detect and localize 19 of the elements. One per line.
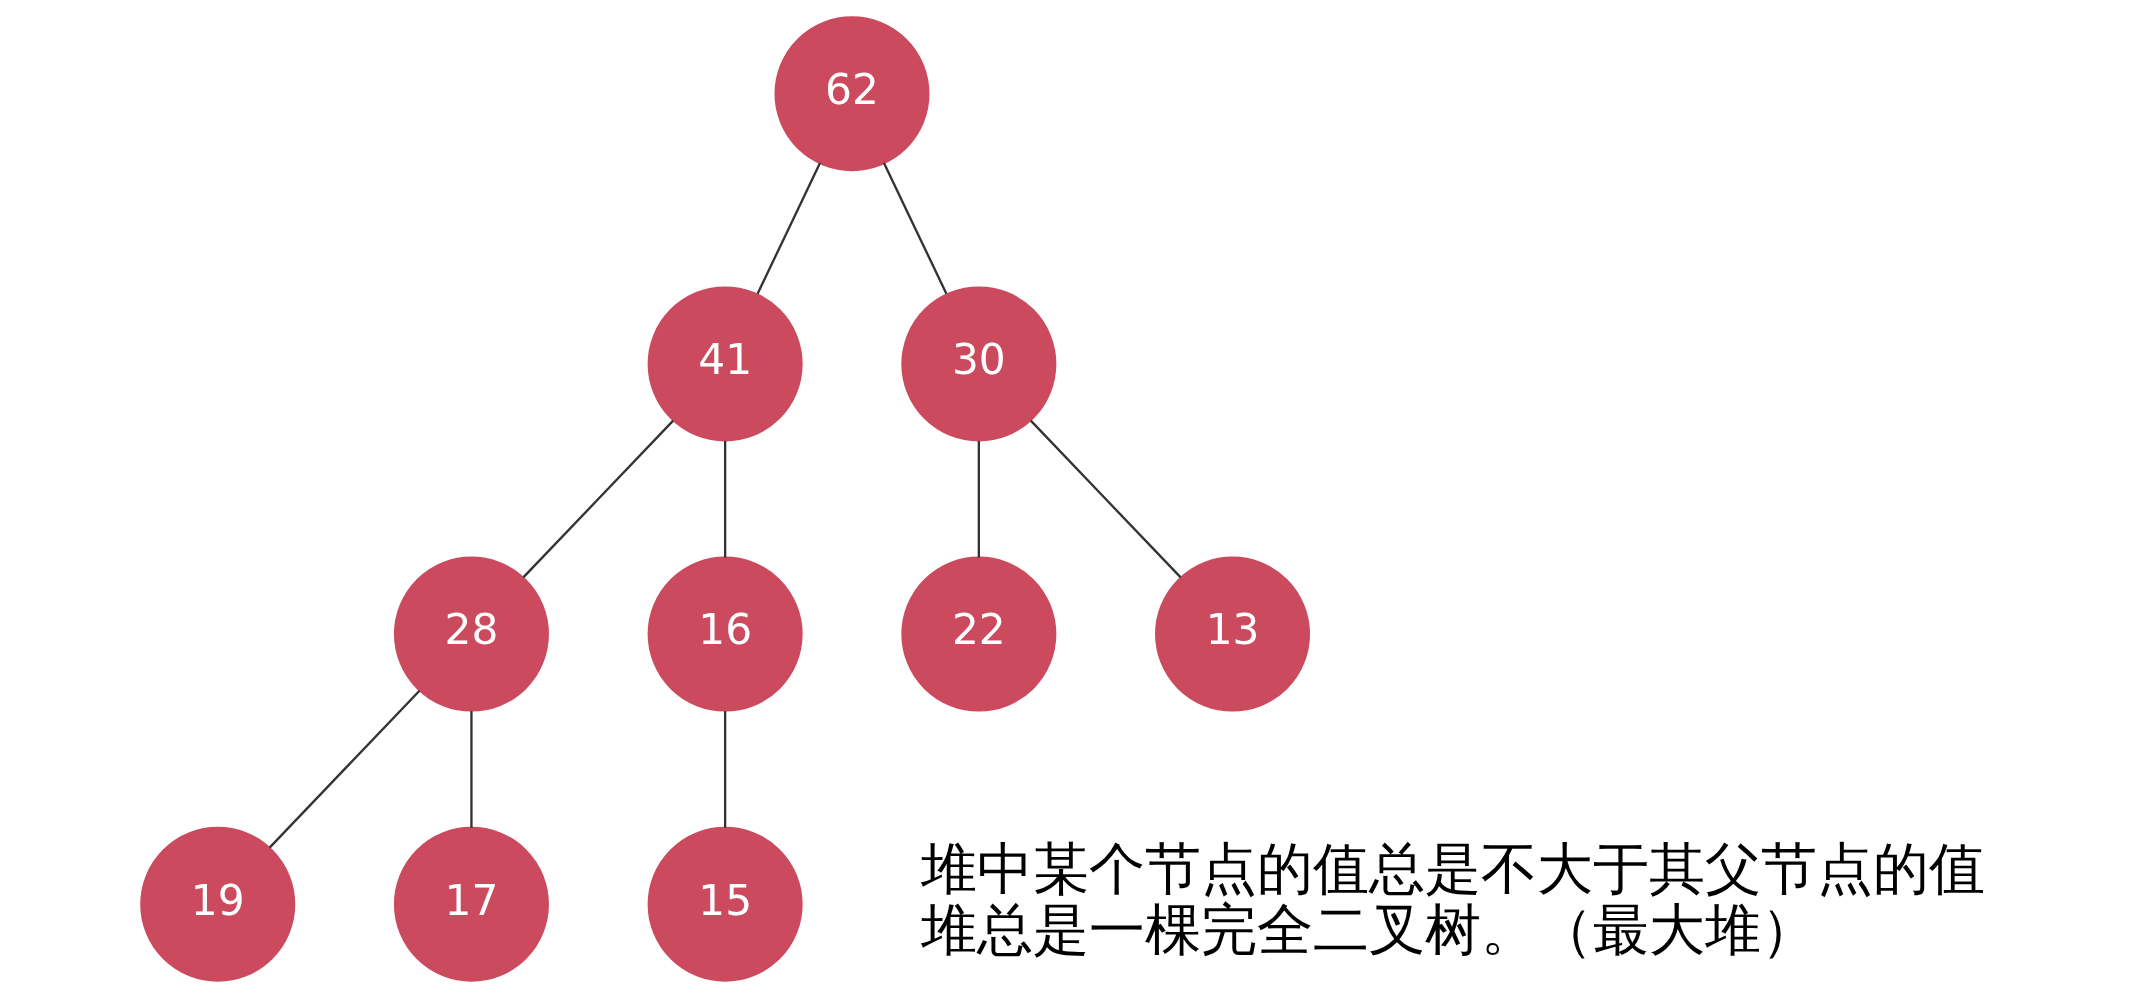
node-circle: 30 (900, 286, 1056, 442)
node-circle: 17 (393, 826, 549, 982)
node-circle: 13 (1154, 556, 1310, 712)
connector (882, 162, 947, 295)
node-circle: 22 (900, 556, 1056, 712)
node-circle: 41 (647, 286, 803, 442)
connector (977, 440, 980, 558)
connector (268, 689, 420, 849)
node-circle: 62 (773, 16, 929, 172)
connector (469, 711, 473, 828)
connector (723, 440, 726, 558)
node-circle: 15 (647, 826, 803, 982)
node-circle: 19 (139, 826, 295, 982)
connector (756, 162, 821, 295)
connector (521, 419, 674, 579)
node-circle: 16 (647, 556, 803, 712)
connector (723, 711, 726, 828)
node-circle: 28 (393, 556, 549, 712)
connector (1029, 419, 1181, 579)
